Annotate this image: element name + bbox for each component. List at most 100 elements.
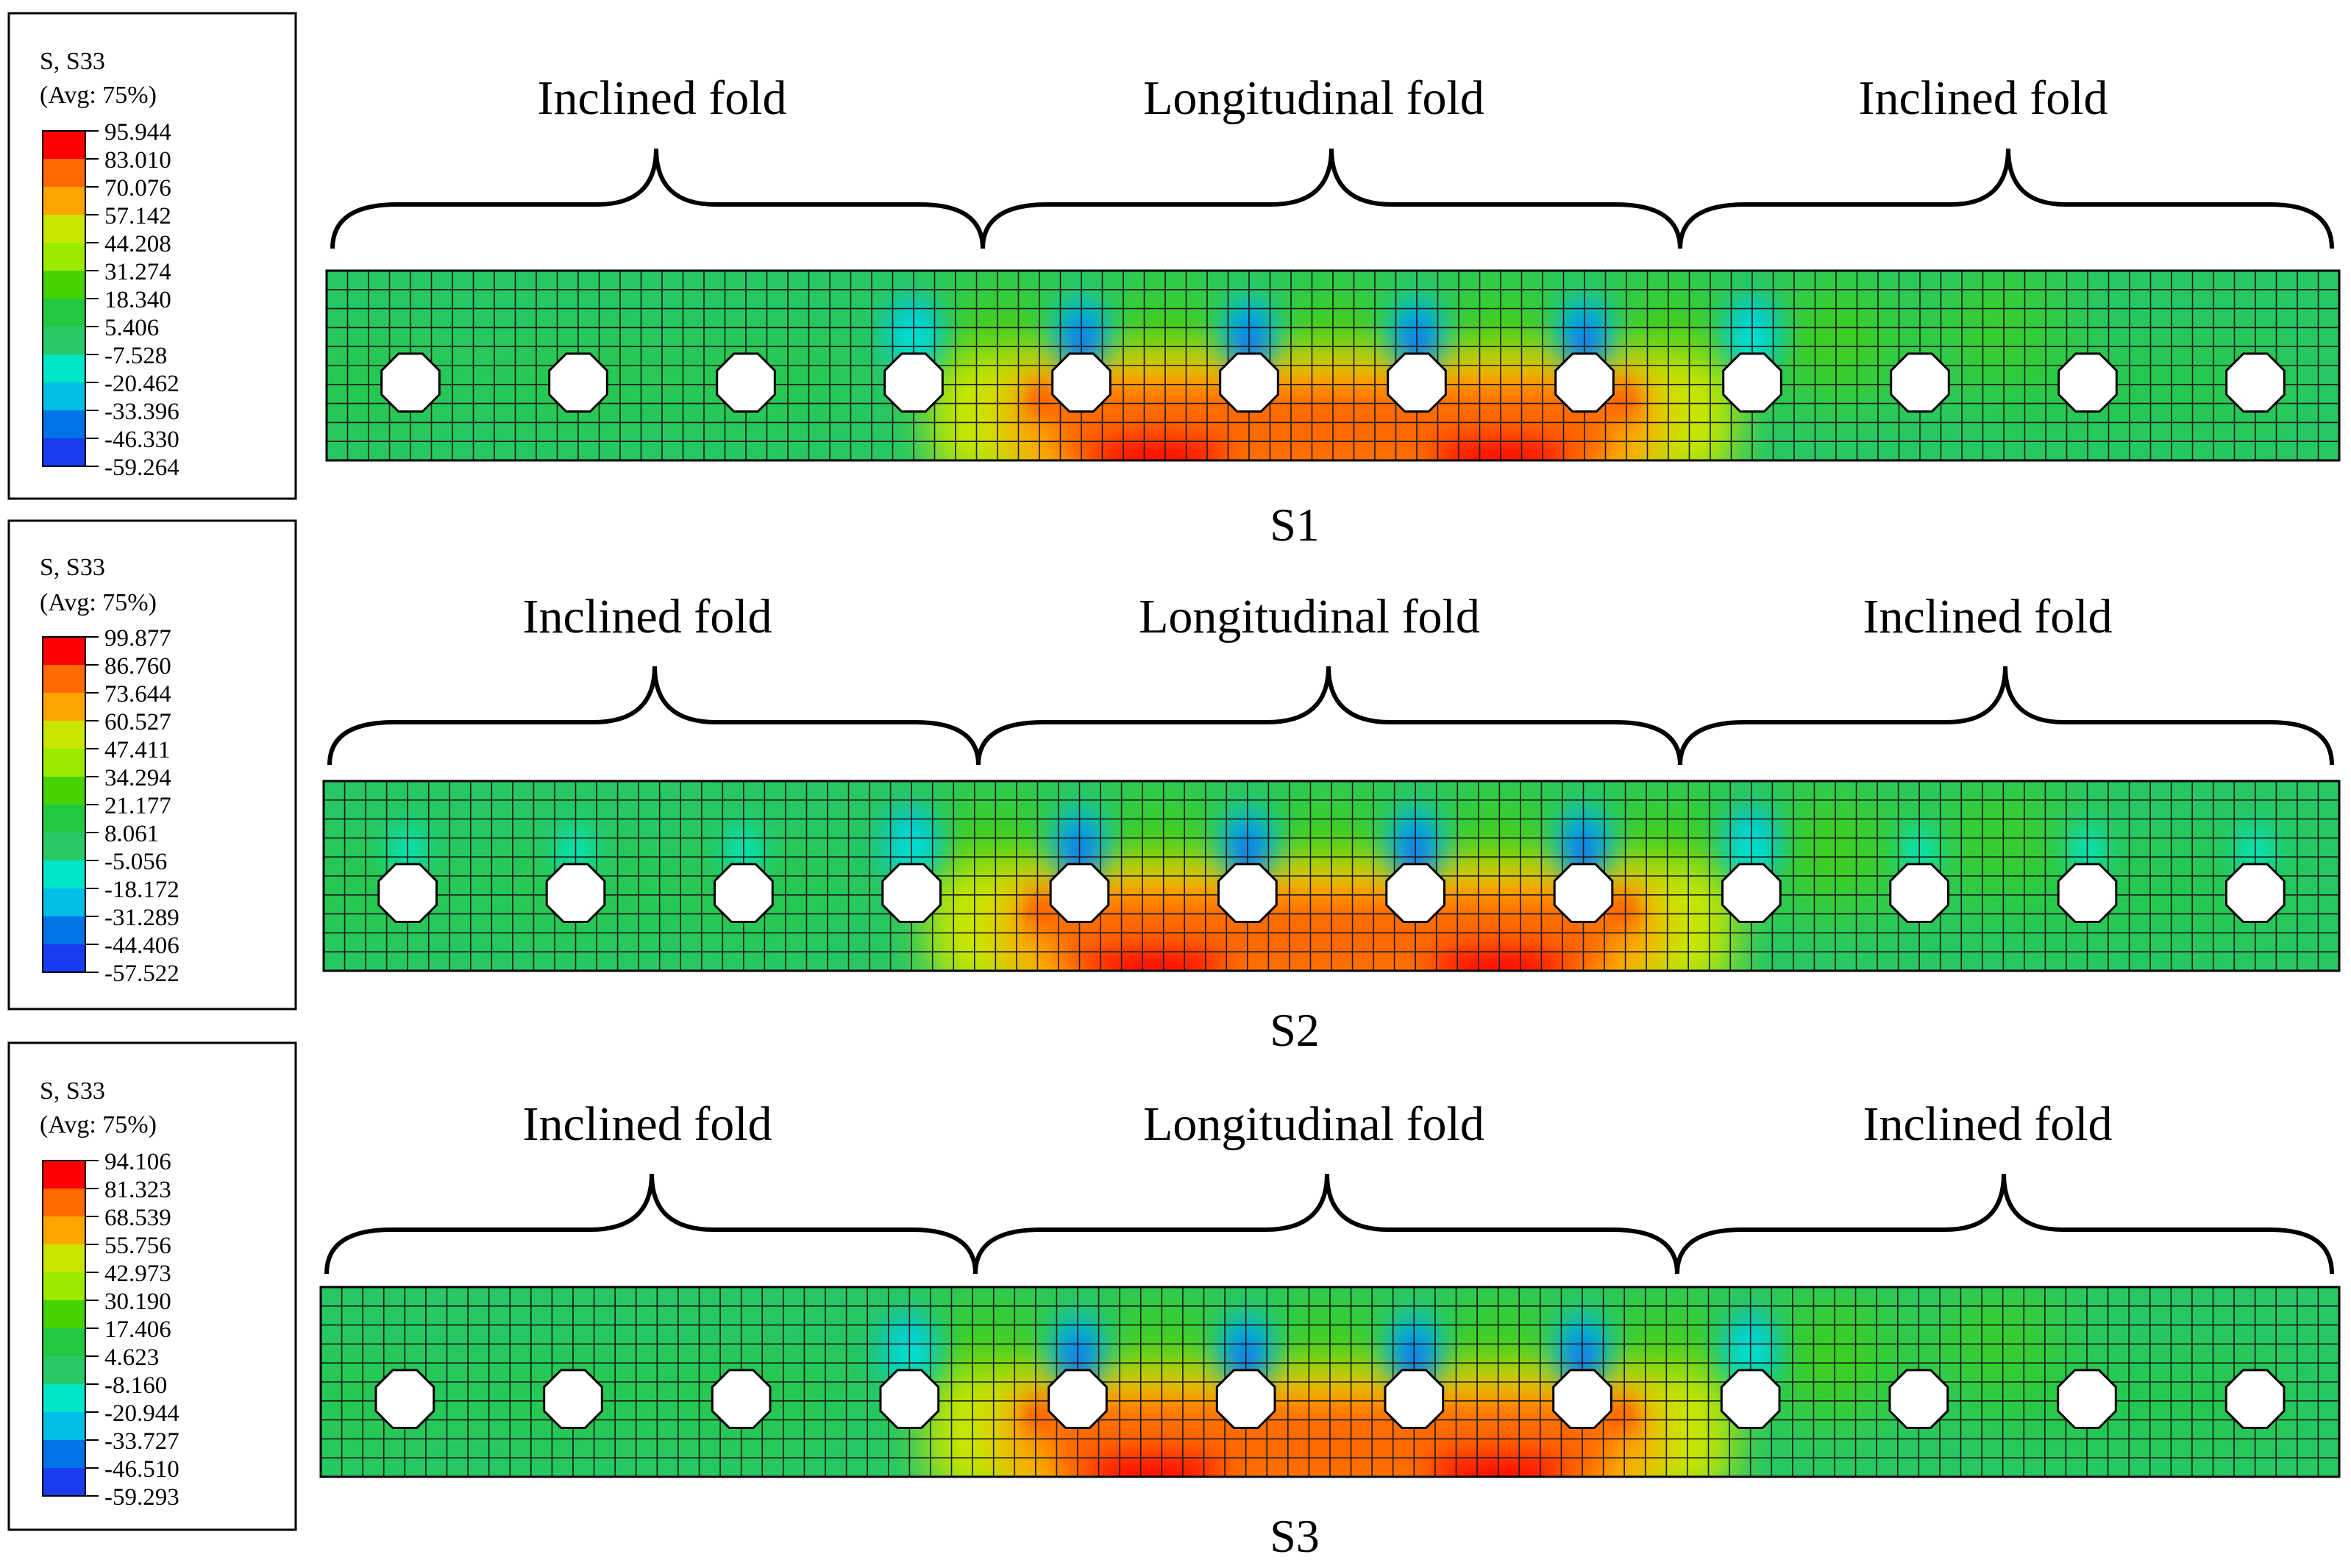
fold-label-inclined-right: Inclined fold <box>1858 71 2108 125</box>
legend-tick-label: 68.539 <box>104 1205 171 1231</box>
contour-peak <box>1609 895 1633 928</box>
panel-s1: S, S33 (Avg: 75%) 95.944 83.010 70.076 5… <box>7 12 2341 551</box>
colorbar-band <box>43 382 85 410</box>
beam-outline <box>322 780 2341 972</box>
bolt-hole <box>1721 863 1782 923</box>
legend: S, S33 (Avg: 75%) 99.877 86.760 73.644 6… <box>7 519 297 1011</box>
bolt-hole <box>1889 863 1949 923</box>
colorbar-band <box>43 1244 85 1272</box>
bolt-hole <box>711 1369 772 1429</box>
bolt-hole <box>1890 352 1950 413</box>
colorbar-band <box>43 916 85 944</box>
bolt-hole <box>548 352 608 413</box>
legend-subtitle: (Avg: 75%) <box>40 82 157 109</box>
brace-left <box>327 666 981 766</box>
stress-field <box>321 1287 2339 1477</box>
contour-peak <box>1608 1401 1632 1434</box>
legend-tick-label: 34.294 <box>104 765 171 791</box>
fold-label-inclined-left: Inclined fold <box>522 590 772 644</box>
contour-peak <box>1081 432 1233 460</box>
legend-tick-label: 21.177 <box>104 793 171 819</box>
bolt-hole <box>1384 1369 1445 1429</box>
panel-s2: S, S33 (Avg: 75%) 99.877 86.760 73.644 6… <box>7 519 2341 1056</box>
fold-label-longitudinal: Longitudinal fold <box>1139 590 1480 644</box>
bolt-hole <box>1048 1369 1108 1429</box>
fold-label-longitudinal: Longitudinal fold <box>1143 71 1484 125</box>
legend-tick-label: 86.760 <box>104 653 171 680</box>
fold-label-inclined-right: Inclined fold <box>1863 1097 2112 1151</box>
colorbar-band <box>43 271 85 299</box>
beam-outline <box>325 269 2341 462</box>
stress-field <box>327 271 2339 460</box>
colorbar-band <box>43 637 85 665</box>
bolt-hole <box>2224 1369 2286 1429</box>
colorbar-band <box>43 159 85 187</box>
bolt-hole <box>1554 352 1615 413</box>
colorbar-band <box>43 721 85 749</box>
legend-title: S, S33 <box>40 554 105 581</box>
brace-middle <box>976 666 1682 766</box>
fold-label-inclined-right: Inclined fold <box>1863 590 2112 644</box>
bolt-hole <box>716 352 776 413</box>
colorbar-band <box>43 299 85 327</box>
bolt-hole <box>2057 1369 2117 1429</box>
colorbar-band <box>43 131 85 159</box>
bolt-hole <box>1051 352 1112 413</box>
legend-tick-label: -59.293 <box>104 1484 179 1511</box>
legend-tick-label: 5.406 <box>104 315 159 341</box>
brace-left <box>324 1173 978 1275</box>
legend-tick-label: 60.527 <box>104 709 171 735</box>
colorbar-band <box>43 693 85 721</box>
legend-tick-label: 4.623 <box>104 1344 159 1371</box>
legend-tick-label: -7.528 <box>104 343 167 369</box>
legend-tick-label: 17.406 <box>104 1316 171 1343</box>
colorbar-band <box>43 1161 85 1189</box>
mesh-grid <box>327 271 2339 460</box>
brace-right <box>1675 1173 2334 1275</box>
legend-tick-label: -33.727 <box>104 1428 179 1455</box>
fold-annotations: Inclined fold Longitudinal fold Inclined… <box>324 1097 2334 1275</box>
beam-contour-plot <box>319 1286 2341 1478</box>
colorbar-band <box>43 215 85 243</box>
legend-tick-label: -20.944 <box>104 1400 179 1427</box>
bolt-hole <box>1049 863 1110 923</box>
legend-tick-label: -46.330 <box>104 427 179 453</box>
mesh-grid <box>321 1287 2339 1477</box>
fold-annotations: Inclined fold Longitudinal fold Inclined… <box>330 71 2334 249</box>
legend-subtitle: (Avg: 75%) <box>40 1111 157 1138</box>
legend-colorbar <box>42 1160 99 1497</box>
legend-tick-label: -44.406 <box>104 933 179 959</box>
colorbar-band <box>43 749 85 777</box>
legend-tick-label: 8.061 <box>104 821 159 847</box>
legend-tick-label: -18.172 <box>104 877 179 903</box>
brace-middle <box>981 148 1682 249</box>
legend-tick-label: -20.462 <box>104 371 179 397</box>
colorbar-band <box>43 1468 85 1496</box>
legend-tick-label: -57.522 <box>104 961 179 987</box>
legend-tick-label: 94.106 <box>104 1149 171 1175</box>
fold-annotations: Inclined fold Longitudinal fold Inclined… <box>327 590 2334 766</box>
brace-left <box>330 148 985 249</box>
colorbar-band <box>43 410 85 438</box>
brace-right <box>1678 148 2334 249</box>
bolt-hole <box>1215 1369 1276 1429</box>
brace-right <box>1678 666 2334 766</box>
colorbar-band <box>43 1216 85 1244</box>
legend-tick-label: 47.411 <box>104 737 171 763</box>
legend-tick-label: 31.274 <box>104 259 171 285</box>
legend-tick-label: 70.076 <box>104 175 171 202</box>
colorbar-band <box>43 1412 85 1440</box>
colorbar-band <box>43 888 85 916</box>
bolt-hole <box>543 1369 603 1429</box>
contour-peak <box>1030 895 1054 928</box>
legend-tick-labels: 99.877 86.760 73.644 60.527 47.411 34.29… <box>104 625 179 987</box>
legend-tick-label: 73.644 <box>104 681 171 708</box>
colorbar-band <box>43 944 85 972</box>
specimen-label: S3 <box>1270 1510 1320 1562</box>
legend-tick-label: 81.323 <box>104 1177 171 1203</box>
legend-colorbar <box>42 636 99 973</box>
bolt-hole <box>879 1369 940 1429</box>
bolt-hole <box>2225 352 2286 413</box>
contour-peak <box>1079 942 1231 971</box>
